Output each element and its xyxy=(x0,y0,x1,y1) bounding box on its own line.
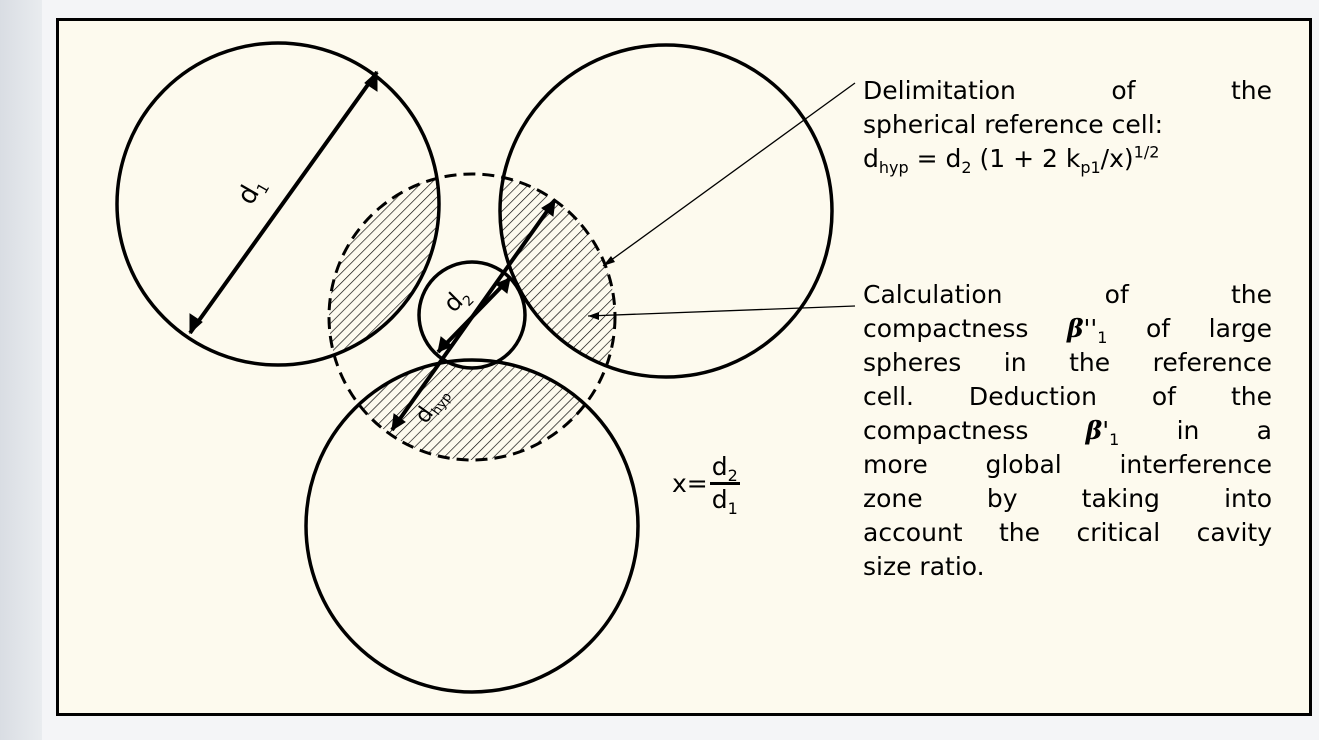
reference-cell-dashed-circle xyxy=(327,172,617,462)
leader-line-calculation xyxy=(587,305,856,317)
delimitation-line-2: spherical reference cell: xyxy=(863,110,1164,139)
large-sphere-top-right xyxy=(498,43,834,379)
diagram-panel xyxy=(56,18,1312,716)
annotation-delimitation: Delimitation of the spherical reference … xyxy=(863,74,1272,176)
beta-symbol-2: β xyxy=(1085,416,1103,445)
side-strip xyxy=(0,0,42,740)
calculation-line-2: compactness β''1 of large xyxy=(863,314,1272,347)
calculation-line-5: compactness β'1 in a xyxy=(863,416,1272,449)
large-sphere-top-left xyxy=(115,41,441,367)
delimitation-formula: dhyp = d2 (1 + 2 kp1/x)1/2 xyxy=(863,142,1160,177)
calculation-line-1: Calculation of the xyxy=(863,280,1272,309)
dhyp-dimension-arrow xyxy=(390,198,557,432)
leader-arrowhead-delimitation xyxy=(603,256,615,266)
large-sphere-bottom xyxy=(304,358,640,694)
ratio-fraction: d2 d1 xyxy=(709,452,740,518)
ratio-prefix: x= xyxy=(672,469,708,498)
leader-arrowhead-calculation xyxy=(588,312,599,320)
delimitation-line-1: Delimitation of the xyxy=(863,76,1272,105)
d1-dimension-arrow xyxy=(188,70,379,335)
calculation-line-9: size ratio. xyxy=(863,552,985,581)
calculation-line-3: spheres in the reference xyxy=(863,348,1272,377)
ratio-formula: x= d2 d1 xyxy=(672,452,740,518)
ratio-numerator: d2 xyxy=(709,452,740,485)
beta-symbol-1: β xyxy=(1066,314,1084,343)
small-sphere xyxy=(417,260,527,370)
ratio-denominator: d1 xyxy=(711,485,738,518)
calculation-line-4: cell. Deduction of the xyxy=(863,382,1272,411)
calculation-line-7: zone by taking into xyxy=(863,484,1272,513)
annotation-calculation: Calculation of the compactness β''1 of l… xyxy=(863,278,1272,584)
leader-line-delimitation xyxy=(602,82,856,267)
calculation-line-6: more global interference xyxy=(863,450,1272,479)
calculation-line-8: account the critical cavity xyxy=(863,518,1272,547)
